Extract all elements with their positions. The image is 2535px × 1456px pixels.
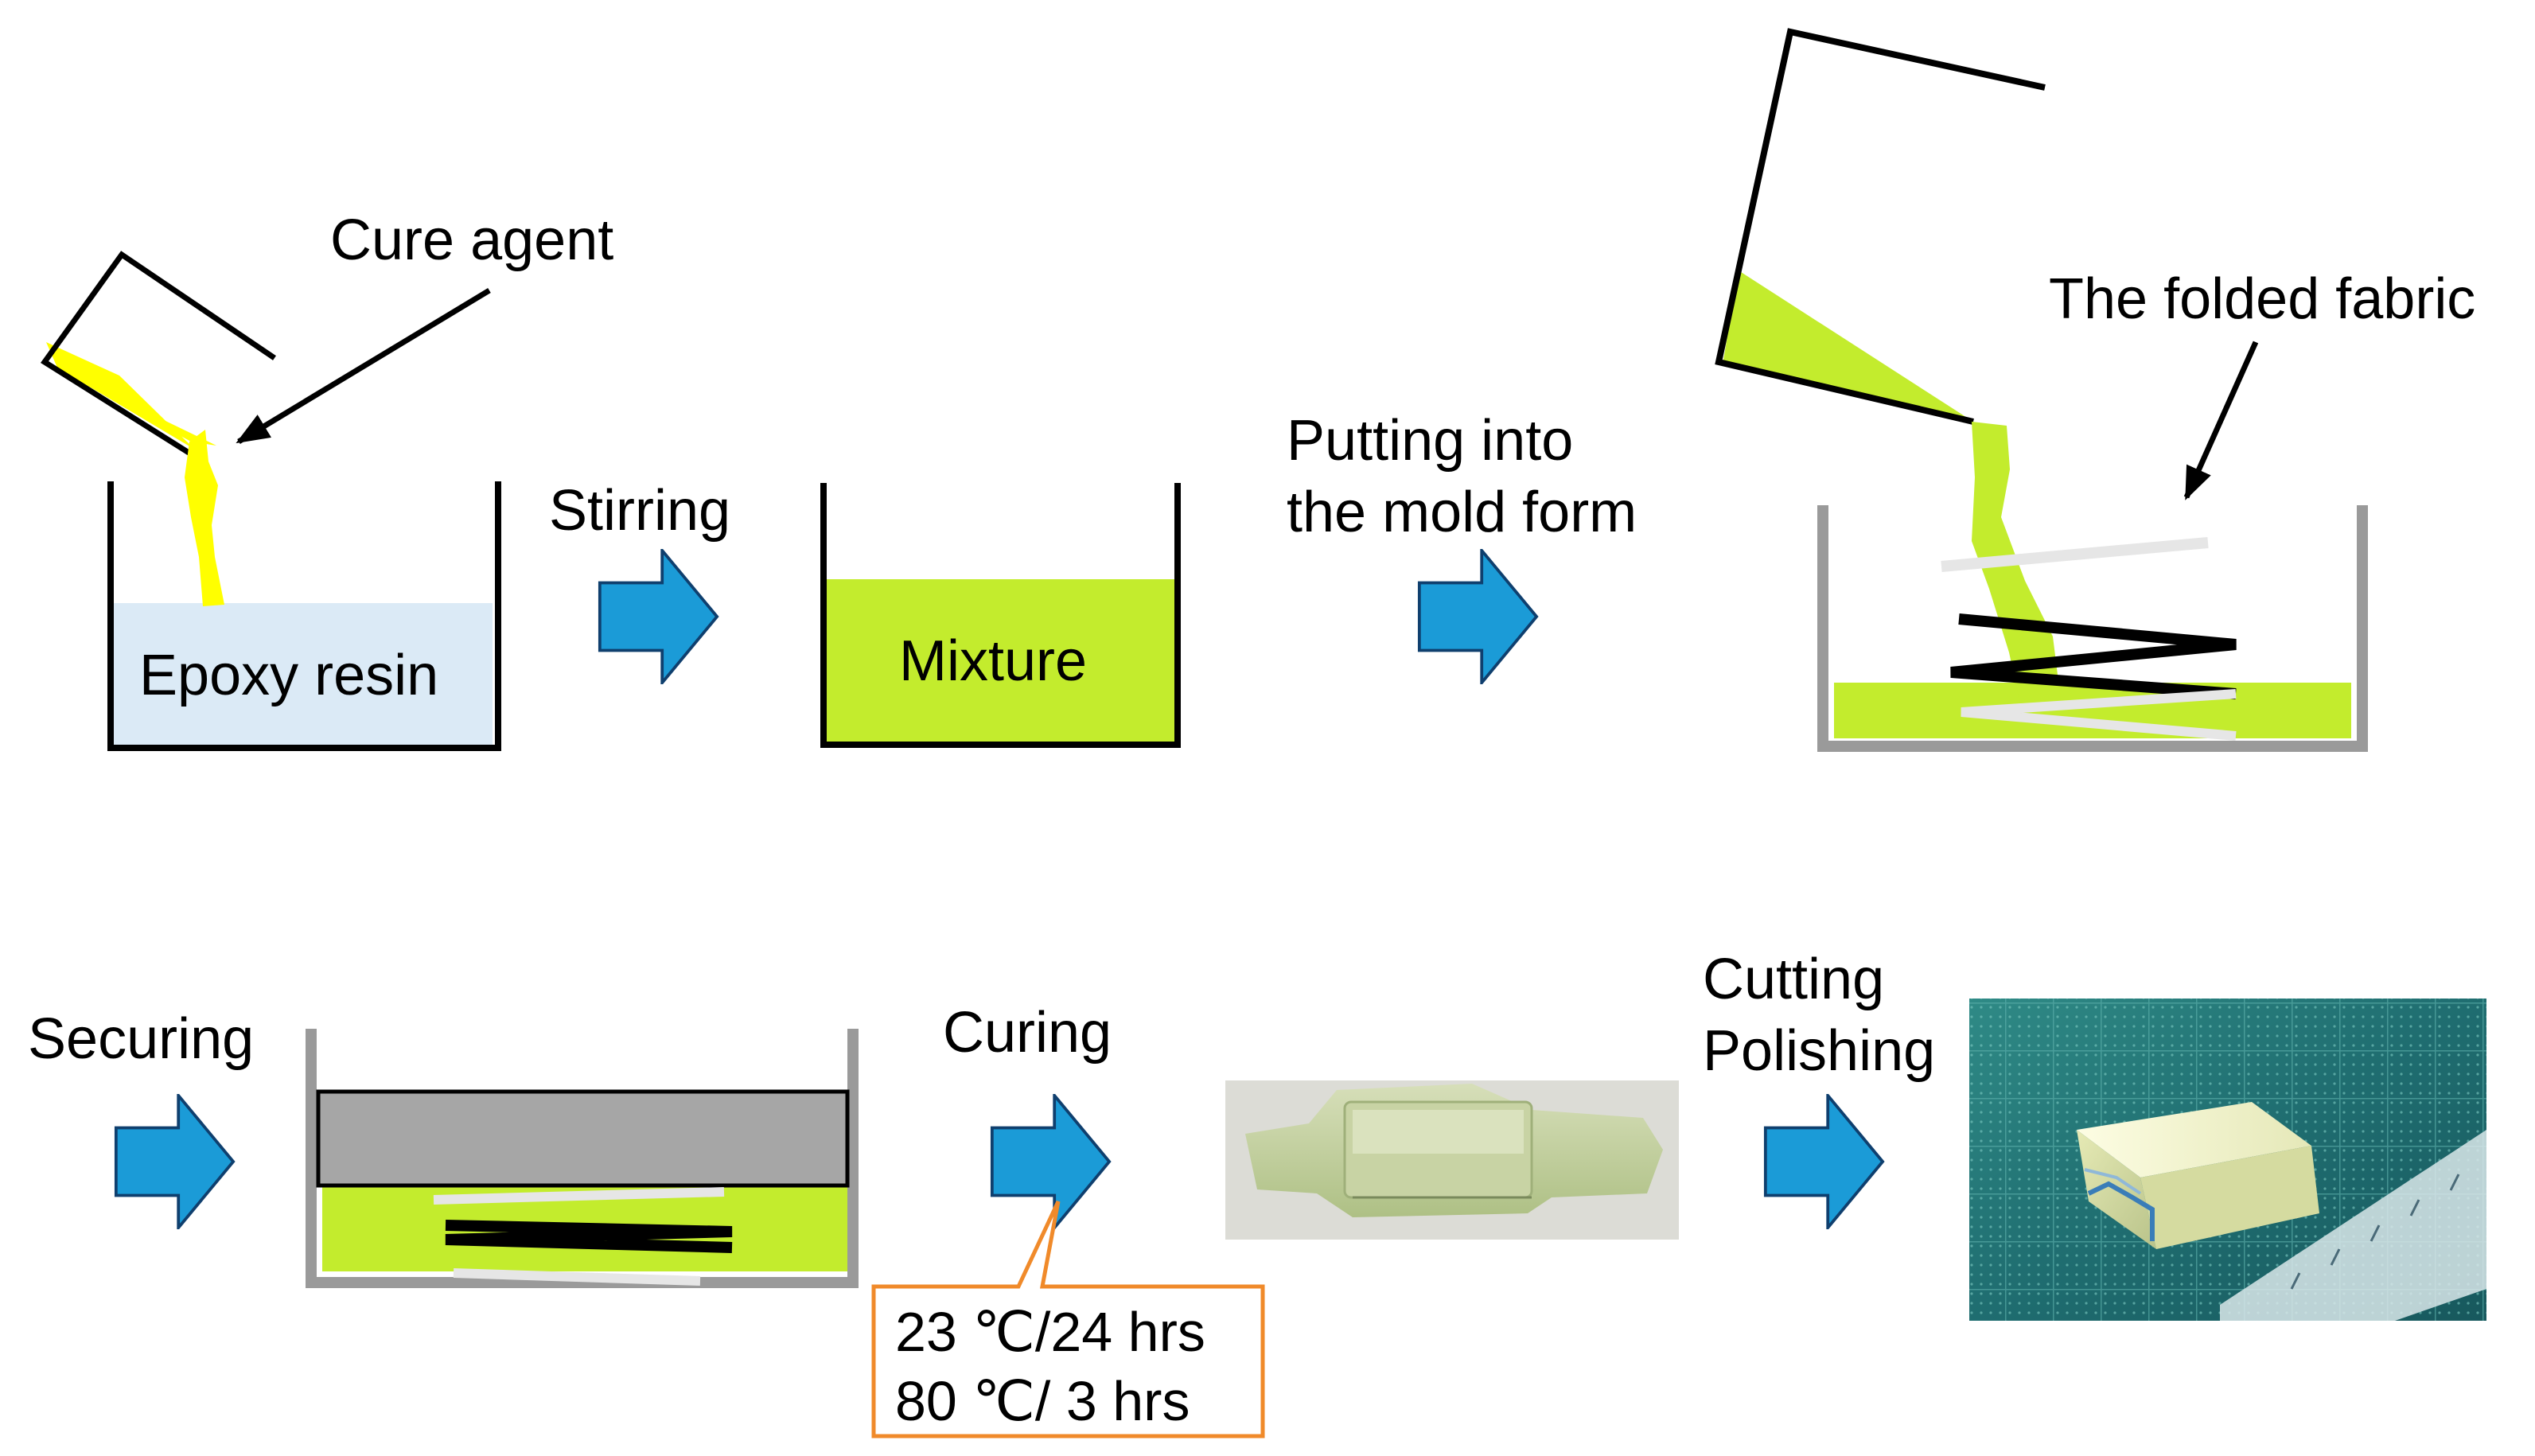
label-stirring: Stirring — [549, 479, 730, 543]
label-putting-line2: the mold form — [1287, 481, 1637, 544]
folded-fabric-black — [1950, 613, 2237, 699]
curing-condition-2: 80 ℃/ 3 hrs — [895, 1370, 1190, 1432]
mixture-fill — [825, 579, 1175, 742]
label-putting-line1: Putting into — [1287, 409, 1573, 473]
epoxy-resin-fill — [112, 603, 493, 746]
step-securing-mold — [306, 1029, 859, 1288]
label-epoxy-resin: Epoxy resin — [139, 644, 438, 707]
polished-block-photo — [1969, 999, 2486, 1321]
step-mixture-beaker: Mixture — [820, 483, 1181, 748]
pointer-arrow-icon — [2183, 341, 2259, 500]
right-arrow-icon — [114, 1094, 236, 1229]
right-arrow-icon — [1417, 549, 1539, 684]
label-mixture: Mixture — [899, 629, 1087, 693]
curing-condition-1: 23 ℃/24 hrs — [895, 1301, 1205, 1363]
mold-mixture — [1834, 683, 2351, 738]
step-mold-with-fabric: The folded fabric — [1715, 28, 2475, 752]
right-arrow-icon — [598, 549, 719, 684]
mold-outline — [1817, 505, 2368, 752]
curing-conditions-callout: 23 ℃/24 hrs 80 ℃/ 3 hrs — [871, 1200, 1265, 1438]
beaker-outline-2 — [820, 483, 1181, 748]
pointer-arrow-icon — [236, 288, 491, 444]
mold-outline-2 — [306, 1029, 859, 1288]
cure-agent-cup — [40, 251, 276, 465]
right-arrow-icon — [990, 1094, 1112, 1229]
label-curing: Curing — [943, 1001, 1112, 1065]
folded-fabric-white-lower — [1961, 689, 2237, 741]
label-cure-agent: Cure agent — [330, 208, 613, 272]
label-polishing: Polishing — [1703, 1019, 1935, 1083]
compressed-fabric-white-bottom — [453, 1268, 701, 1286]
beaker-outline — [107, 481, 501, 751]
mixture-cup — [1715, 28, 2046, 425]
press-plate — [316, 1089, 850, 1188]
label-folded-fabric: The folded fabric — [2049, 267, 2475, 331]
label-cutting: Cutting — [1703, 948, 1884, 1011]
cure-agent-stream — [185, 430, 224, 606]
step-mixing-beaker: Cure agent Epoxy resin — [40, 208, 613, 751]
label-securing: Securing — [28, 1007, 254, 1071]
compressed-fabric-white-top — [433, 1187, 725, 1205]
compressed-fabric-black — [445, 1220, 733, 1253]
right-arrow-icon — [1763, 1094, 1885, 1229]
folded-fabric-white — [1941, 537, 2209, 572]
cured-sample-photo — [1225, 1080, 1679, 1240]
